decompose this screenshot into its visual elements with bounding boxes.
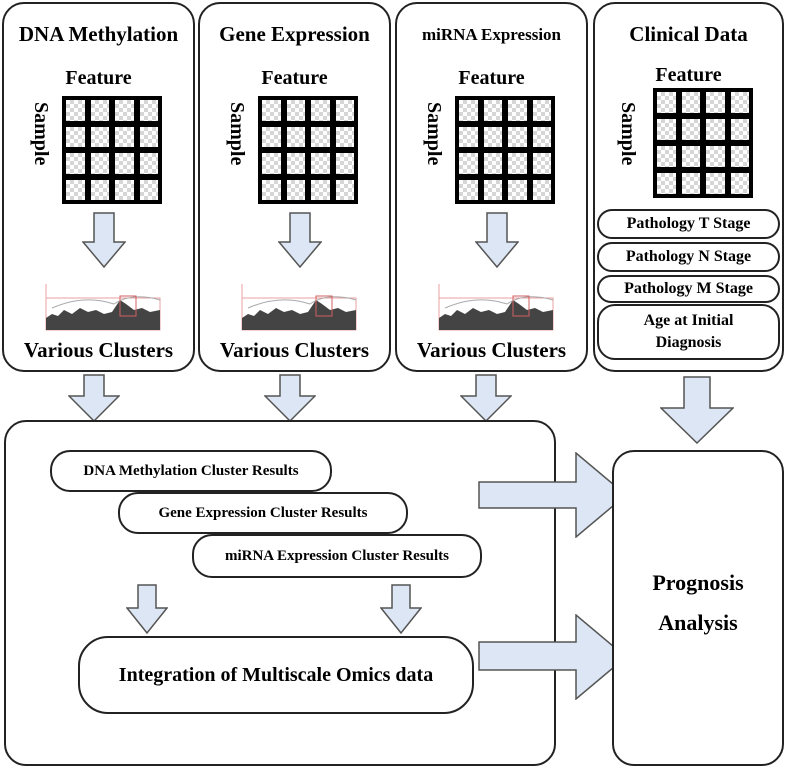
- panel-prognosis: Prognosis Analysis: [612, 450, 784, 766]
- matrix-grid: [455, 96, 555, 204]
- down-arrow-icon: [660, 376, 734, 444]
- right-arrow-icon: [478, 614, 628, 700]
- matrix-grid: [653, 88, 753, 198]
- down-arrow-icon: [278, 212, 322, 268]
- feature-label: Feature: [655, 64, 722, 86]
- feature-label: Feature: [458, 67, 525, 89]
- matrix-grid: [62, 96, 162, 204]
- clinical-item-n-stage: Pathology N Stage: [597, 242, 780, 272]
- clusters-label: Various Clusters: [219, 338, 370, 362]
- integration-pill: Integration of Multiscale Omics data: [78, 636, 474, 714]
- cluster-plot-icon: [45, 284, 161, 331]
- feature-label: Feature: [261, 67, 328, 89]
- down-arrow-icon: [264, 374, 316, 422]
- sample-label: Sample: [617, 102, 639, 166]
- clinical-item-t-stage: Pathology T Stage: [597, 209, 780, 239]
- result-pill-gene-expression: Gene Expression Cluster Results: [118, 492, 408, 534]
- down-arrow-icon: [82, 212, 126, 268]
- sample-label: Sample: [30, 102, 52, 166]
- clinical-item-m-stage: Pathology M Stage: [597, 275, 780, 303]
- panel-mirna-expression: miRNA Expression Feature Sample Various …: [395, 2, 588, 372]
- panel-clinical-data: Clinical Data Feature Sample Pathology T…: [593, 2, 784, 372]
- panel-gene-expression: Gene Expression Feature Sample Various C…: [198, 2, 391, 372]
- panel-integration: DNA Methylation Cluster Results Gene Exp…: [4, 420, 556, 766]
- panel-dna-methylation: DNA Methylation Feature Sample Various C…: [2, 2, 195, 372]
- matrix-grid: [258, 96, 358, 204]
- sample-label: Sample: [423, 102, 445, 166]
- panel-title: Gene Expression: [219, 22, 370, 46]
- panel-title: Clinical Data: [629, 22, 748, 46]
- feature-label: Feature: [65, 67, 132, 89]
- panel-title: DNA Methylation: [18, 22, 179, 46]
- clusters-label: Various Clusters: [23, 338, 174, 362]
- result-pill-dna-methylation: DNA Methylation Cluster Results: [50, 450, 332, 492]
- panel-title: miRNA Expression: [421, 25, 561, 44]
- right-arrow-icon: [478, 452, 628, 538]
- down-arrow-icon: [126, 584, 168, 634]
- down-arrow-icon: [460, 374, 512, 422]
- cluster-plot-icon: [241, 284, 357, 331]
- sample-label: Sample: [226, 102, 248, 166]
- result-pill-mirna-expression: miRNA Expression Cluster Results: [192, 534, 482, 578]
- clusters-label: Various Clusters: [416, 338, 567, 362]
- cluster-plot-icon: [438, 284, 554, 331]
- prognosis-line-2: Analysis: [658, 610, 738, 635]
- prognosis-line-1: Prognosis: [652, 570, 744, 595]
- down-arrow-icon: [68, 374, 120, 422]
- down-arrow-icon: [475, 212, 519, 268]
- down-arrow-icon: [380, 584, 422, 634]
- clinical-item-age: Age at Initial Diagnosis: [597, 304, 780, 360]
